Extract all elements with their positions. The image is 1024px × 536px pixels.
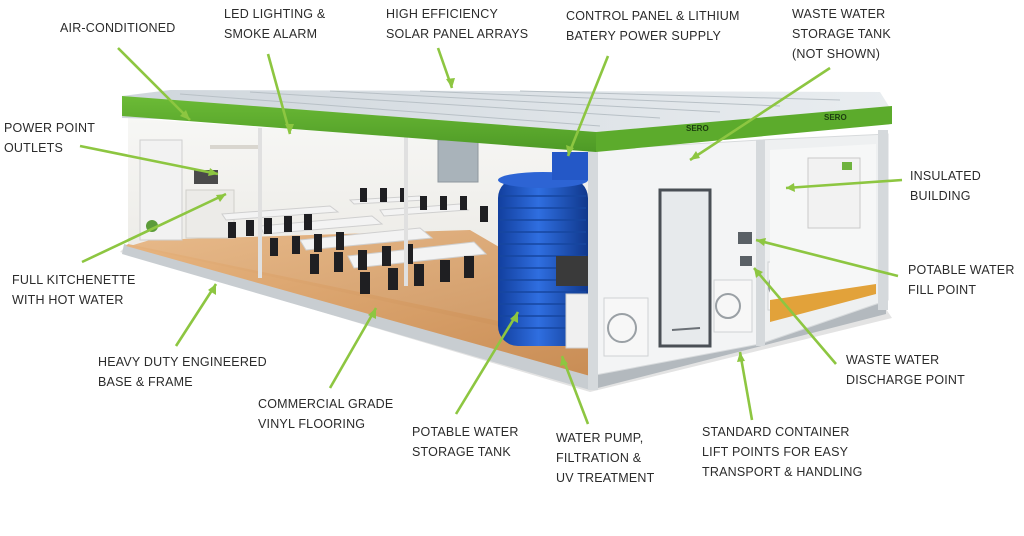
- label-waste-tank: WASTE WATER STORAGE TANK (NOT SHOWN): [792, 4, 891, 64]
- arrow-insulated: [785, 178, 903, 190]
- ac-fan: [715, 293, 741, 319]
- arrow-waste-discharge: [753, 267, 837, 365]
- control-box: [552, 152, 588, 180]
- filter-unit: [565, 293, 591, 349]
- arrow-heads: [180, 78, 795, 366]
- label-line: SOLAR PANEL ARRAYS: [386, 27, 529, 41]
- brand-mark: SERO: [824, 113, 847, 122]
- arrow-air-conditioned: [117, 47, 191, 121]
- label-line: DISCHARGE POINT: [846, 373, 965, 387]
- label-line: (NOT SHOWN): [792, 47, 881, 61]
- post: [258, 128, 262, 278]
- label-line: POWER POINT: [4, 121, 96, 135]
- label-solar: HIGH EFFICIENCY SOLAR PANEL ARRAYS: [386, 4, 528, 44]
- label-pump: WATER PUMP, FILTRATION & UV TREATMENT: [556, 428, 654, 488]
- label-line: WASTE WATER: [846, 353, 940, 367]
- label-line: STORAGE TANK: [792, 27, 891, 41]
- post: [404, 136, 408, 286]
- label-line: FILTRATION &: [556, 451, 642, 465]
- label-line: STANDARD CONTAINER: [702, 425, 850, 439]
- label-line: FULL KITCHENETTE: [12, 273, 136, 287]
- label-line: LIFT POINTS FOR EASY: [702, 445, 849, 459]
- label-line: CONTROL PANEL & LITHIUM: [566, 9, 740, 23]
- arrow-power-point: [79, 144, 219, 176]
- label-line: VINYL FLOORING: [258, 417, 366, 431]
- label-line: UV TREATMENT: [556, 471, 655, 485]
- ac-unit: [713, 279, 753, 333]
- label-line: HIGH EFFICIENCY: [386, 7, 499, 21]
- label-line: COMMERCIAL GRADE: [258, 397, 394, 411]
- label-power-point: POWER POINT OUTLETS: [4, 118, 95, 158]
- window: [437, 139, 479, 183]
- brand-mark: SERO: [686, 124, 709, 133]
- solar-panels: [179, 90, 841, 127]
- label-vinyl: COMMERCIAL GRADE VINYL FLOORING: [258, 394, 393, 434]
- callout-arrows: [79, 47, 903, 425]
- arrow-waste-tank: [689, 66, 831, 162]
- label-line: AIR-CONDITIONED: [60, 21, 176, 35]
- label-potable-tank: POTABLE WATER STORAGE TANK: [412, 422, 519, 462]
- ac-unit: [603, 297, 649, 357]
- label-line: FILL POINT: [908, 283, 977, 297]
- fill-point: [738, 232, 752, 244]
- arrow-potable-fill: [755, 238, 899, 278]
- heater-badge: [842, 162, 852, 170]
- shelf: [210, 145, 260, 149]
- arrow-pump: [560, 355, 590, 425]
- room-floor: [770, 284, 876, 322]
- label-line: TRANSPORT & HANDLING: [702, 465, 863, 479]
- label-line: WITH HOT WATER: [12, 293, 124, 307]
- label-line: LED LIGHTING &: [224, 7, 326, 21]
- label-line: HEAVY DUTY ENGINEERED: [98, 355, 267, 369]
- pump-unit: [556, 256, 588, 286]
- label-line: BUILDING: [910, 189, 971, 203]
- label-air-conditioned: AIR-CONDITIONED: [60, 18, 176, 38]
- label-line: POTABLE WATER: [412, 425, 519, 439]
- base-frame: [122, 244, 590, 390]
- label-potable-fill: POTABLE WATER FILL POINT: [908, 260, 1015, 300]
- discharge-point: [740, 256, 752, 266]
- arrow-kitchenette: [81, 192, 227, 264]
- label-line: STORAGE TANK: [412, 445, 511, 459]
- label-line: OUTLETS: [4, 141, 64, 155]
- arrow-lift-points: [738, 351, 754, 421]
- chairs: [228, 188, 488, 294]
- label-led-lighting: LED LIGHTING & SMOKE ALARM: [224, 4, 325, 44]
- label-line: WASTE WATER: [792, 7, 886, 21]
- door: [658, 188, 712, 348]
- label-waste-discharge: WASTE WATER DISCHARGE POINT: [846, 350, 965, 390]
- arrow-potable-tank: [454, 311, 520, 415]
- label-line: BATERY POWER SUPPLY: [566, 29, 722, 43]
- label-line: INSULATED: [910, 169, 982, 183]
- ac-fan: [607, 313, 637, 343]
- frame-post: [588, 146, 598, 390]
- arrow-vinyl: [328, 307, 378, 389]
- label-line: POTABLE WATER: [908, 263, 1015, 277]
- label-kitchenette: FULL KITCHENETTE WITH HOT WATER: [12, 270, 136, 310]
- label-line: SMOKE ALARM: [224, 27, 318, 41]
- label-lift-points: STANDARD CONTAINER LIFT POINTS FOR EASY …: [702, 422, 863, 482]
- label-line: BASE & FRAME: [98, 375, 193, 389]
- roof-edge-front: [122, 96, 596, 152]
- label-control-panel: CONTROL PANEL & LITHIUM BATERY POWER SUP…: [566, 6, 740, 46]
- water-heater: [807, 157, 861, 229]
- label-insulated: INSULATED BUILDING: [910, 166, 981, 206]
- roof-edge-side: [596, 106, 892, 152]
- arrow-base-frame: [174, 283, 218, 347]
- arrow-control-panel: [566, 55, 610, 157]
- label-base-frame: HEAVY DUTY ENGINEERED BASE & FRAME: [98, 352, 267, 392]
- frame-post: [878, 130, 888, 310]
- label-line: WATER PUMP,: [556, 431, 644, 445]
- vinyl-floor: [126, 244, 590, 376]
- arrow-led: [266, 53, 292, 135]
